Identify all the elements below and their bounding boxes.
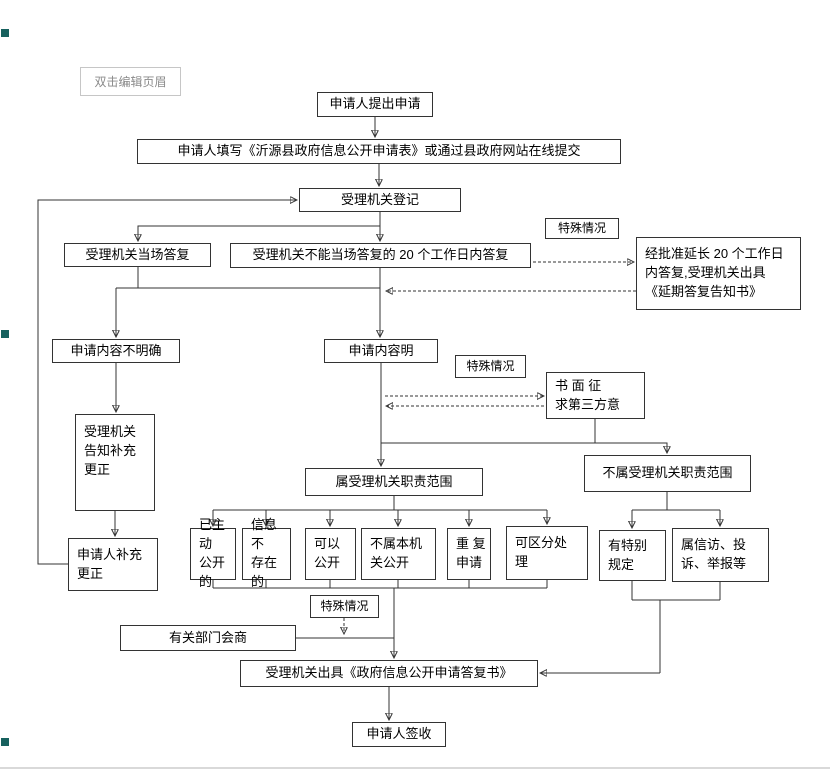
page-edge-marker — [1, 738, 9, 746]
node-onsite-reply: 受理机关当场答复 — [64, 243, 211, 267]
node-special-rule: 有特别 规定 — [599, 530, 666, 581]
node-not-exist: 信息不 存在的 — [242, 517, 291, 589]
node-extend-reply: 经批准延长 20 个工作日 内答复,受理机关出具 《延期答复告知书》 — [636, 237, 801, 310]
node-applicant-supplement: 申请人补充 更正 — [68, 538, 158, 591]
node-issue-reply: 受理机关出具《政府信息公开申请答复书》 — [240, 660, 538, 687]
node-in-scope: 属受理机关职责范围 — [305, 468, 483, 496]
node-sign: 申请人签收 — [352, 722, 446, 747]
node-not-this-org: 不属本机 关公开 — [361, 528, 436, 580]
node-register: 受理机关登记 — [299, 188, 461, 212]
arrow-feedback-loop-to-register — [37, 200, 297, 565]
page-bottom-divider — [0, 767, 830, 769]
header-edit-hint[interactable]: 双击编辑页眉 — [80, 67, 181, 96]
node-apply: 申请人提出申请 — [317, 92, 433, 117]
node-notify-supplement: 受理机关 告知补充 更正 — [75, 414, 155, 511]
arrow-register-to-onsite — [138, 225, 380, 241]
page-edge-marker — [1, 29, 9, 37]
node-special-case-3: 特殊情况 — [310, 595, 379, 618]
node-consult: 有关部门会商 — [120, 625, 296, 651]
page-edge-marker — [1, 330, 9, 338]
node-content-clear: 申请内容明 — [324, 339, 438, 363]
node-special-case-1: 特殊情况 — [545, 218, 619, 239]
node-petition: 属信访、投 诉、举报等 — [672, 528, 769, 582]
node-content-unclear: 申请内容不明确 — [52, 339, 180, 363]
node-separable: 可区分处 理 — [506, 526, 588, 580]
node-fill-form: 申请人填写《沂源县政府信息公开申请表》或通过县政府网站在线提交 — [137, 139, 621, 164]
node-already-public: 已主动 公开的 — [190, 517, 236, 589]
node-reply-20days: 受理机关不能当场答复的 20 个工作日内答复 — [230, 243, 531, 268]
node-out-of-scope: 不属受理机关职责范围 — [584, 455, 751, 492]
node-special-case-2: 特殊情况 — [455, 355, 526, 378]
node-can-public: 可以 公开 — [305, 528, 356, 580]
node-repeat-apply: 重 复 申请 — [447, 528, 491, 580]
arrow-branch-to-outscope — [381, 442, 667, 453]
node-third-party: 书 面 征 求第三方意 — [546, 372, 645, 419]
